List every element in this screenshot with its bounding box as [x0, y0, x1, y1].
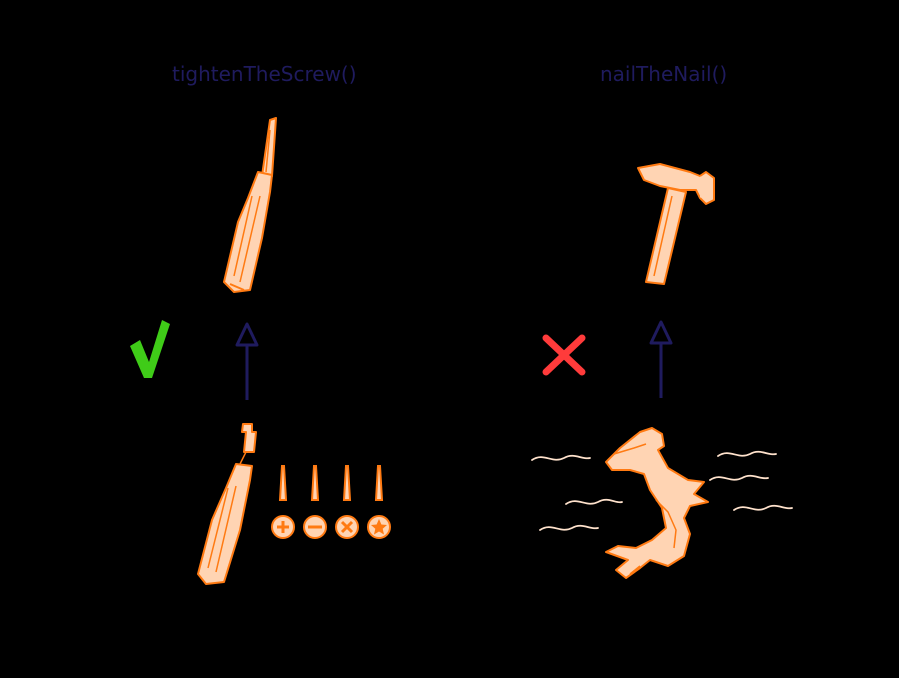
- right-function-label: nailTheNail(): [600, 62, 728, 86]
- left-function-label: tightenTheScrew(): [172, 62, 357, 86]
- screwdriver-icon: [223, 117, 277, 293]
- hammer-icon: [637, 163, 715, 285]
- cross-icon: [542, 334, 586, 376]
- check-icon: [130, 320, 170, 378]
- hammerhead-shark-icon: [605, 427, 709, 579]
- arrow-up-right: [649, 320, 673, 398]
- screws-icon: [271, 465, 391, 539]
- water-waves: [531, 450, 793, 531]
- arrow-up-left: [235, 322, 259, 400]
- screwdriver-icon: [197, 423, 257, 585]
